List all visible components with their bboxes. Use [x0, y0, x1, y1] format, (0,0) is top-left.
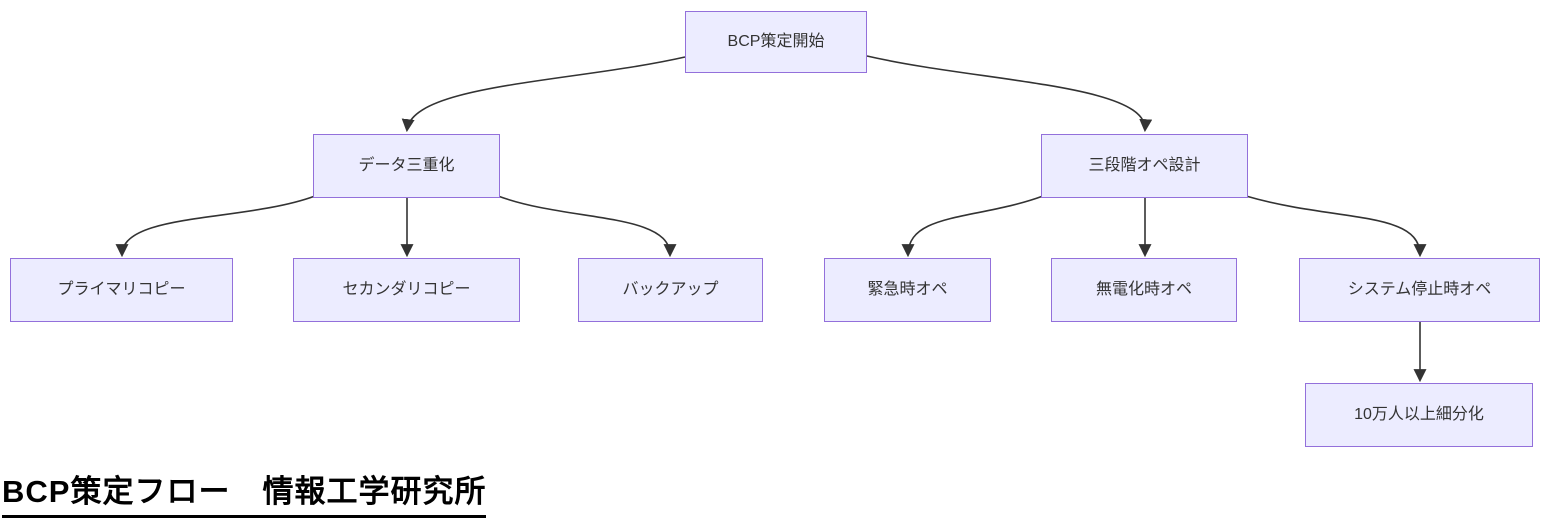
- node-data-triplication: データ三重化: [313, 134, 500, 198]
- edge-data-triplication-to-primary-copy: [115, 195, 316, 258]
- node-backup: バックアップ: [578, 258, 763, 322]
- edge-data-triplication-to-backup: [497, 195, 677, 258]
- node-no-power-ops: 無電化時オペ: [1051, 258, 1237, 322]
- node-subdivision: 10万人以上細分化: [1305, 383, 1533, 447]
- diagram-caption: BCP策定フロー 情報工学研究所: [2, 466, 487, 518]
- edge-three-stage-ops-to-system-stop-ops: [1245, 195, 1427, 258]
- node-bcp-start: BCP策定開始: [685, 11, 867, 73]
- edge-start-to-three-stage-ops: [866, 55, 1153, 133]
- node-emergency-ops: 緊急時オペ: [824, 258, 991, 322]
- node-primary-copy: プライマリコピー: [10, 258, 233, 322]
- node-three-stage-ops: 三段階オペ設計: [1041, 134, 1248, 198]
- node-secondary-copy: セカンダリコピー: [293, 258, 520, 322]
- edge-three-stage-ops-to-emergency-ops: [901, 195, 1044, 258]
- edge-start-to-data-triplication: [401, 56, 686, 133]
- node-system-stop-ops: システム停止時オペ: [1299, 258, 1540, 322]
